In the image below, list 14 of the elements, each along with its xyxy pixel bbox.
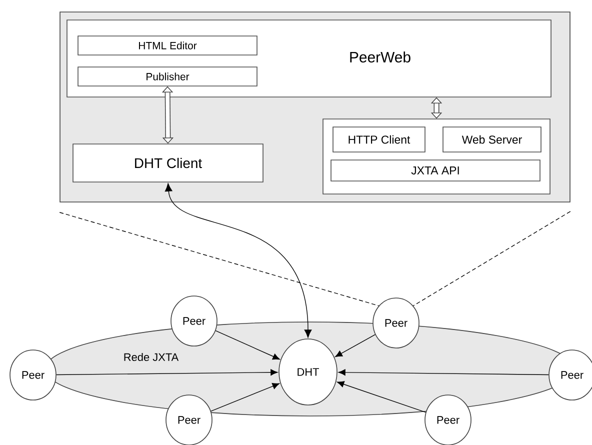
component-box: Web Server xyxy=(442,126,542,152)
arrow xyxy=(336,381,426,413)
arrow xyxy=(215,330,280,360)
component-box: JXTA API xyxy=(330,160,540,182)
arrow xyxy=(335,334,376,358)
dashed-line xyxy=(412,211,571,306)
arrow xyxy=(164,183,312,338)
dashed-line xyxy=(59,212,380,306)
component-box: HTTP Client xyxy=(332,126,426,152)
arrow xyxy=(338,369,549,376)
component-box: DHT Client xyxy=(72,144,264,182)
component-box: HTML Editor xyxy=(78,36,258,56)
arrow xyxy=(56,369,278,376)
arrow xyxy=(210,383,280,412)
